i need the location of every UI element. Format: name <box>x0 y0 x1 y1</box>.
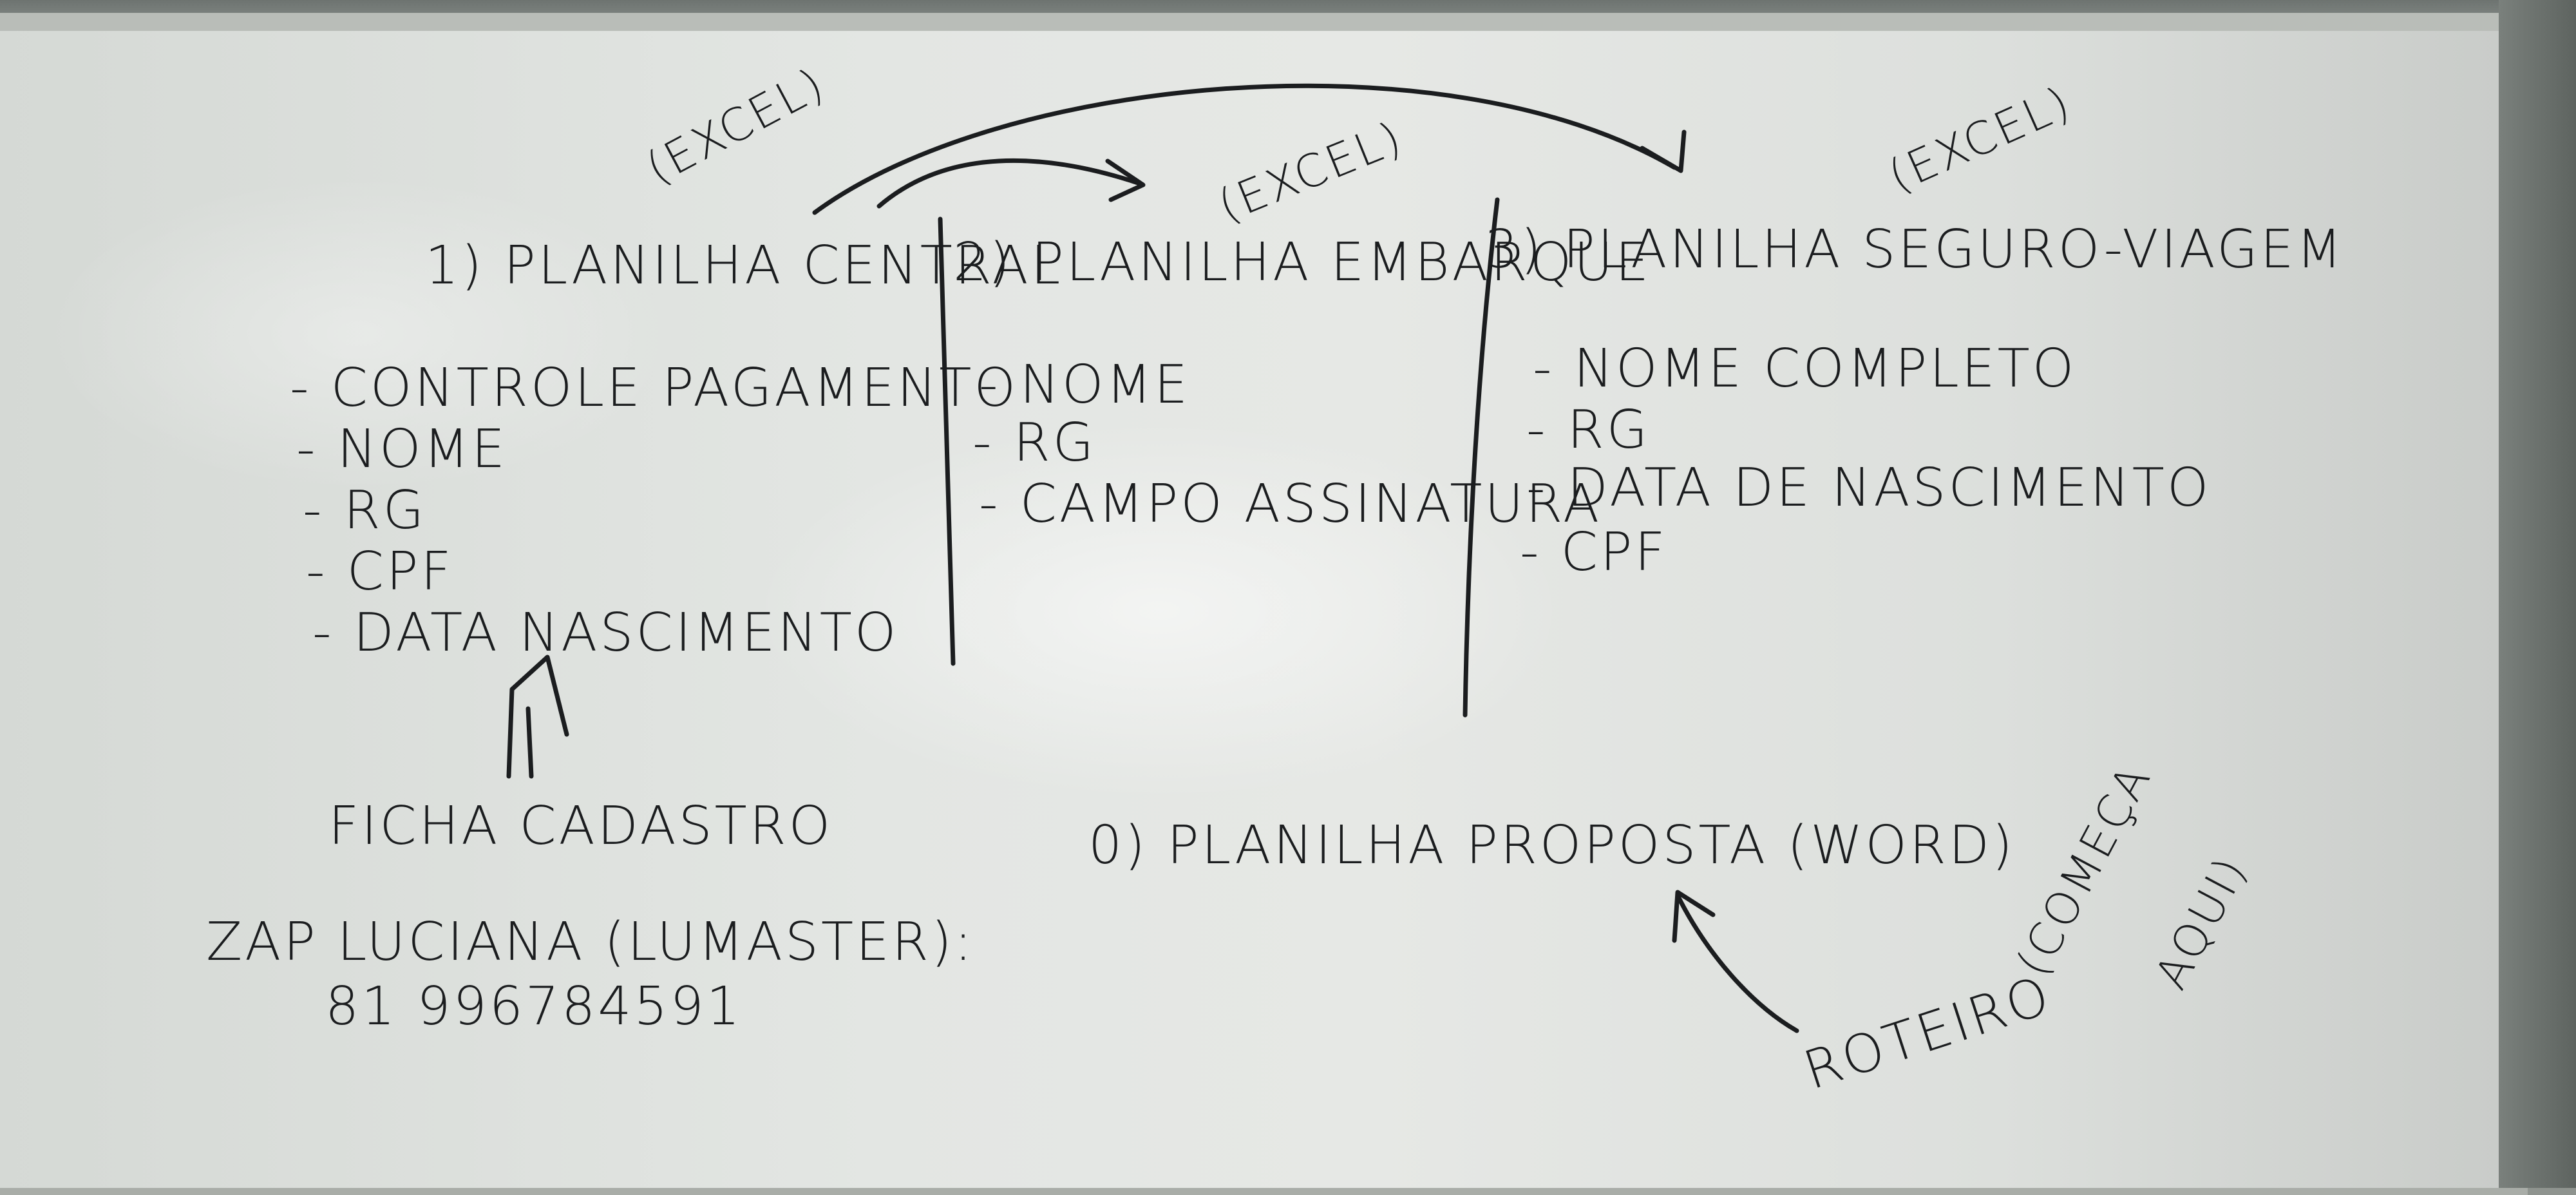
col1-item-4: - CPF <box>306 541 454 602</box>
col1-title: 1) PLANILHA CENTRAL <box>425 235 1063 296</box>
ficha-cadastro-label: FICHA CADASTRO <box>328 796 833 857</box>
col2-item-2: - RG <box>972 412 1097 473</box>
col3-item-3: - DATA DE NASCIMENTO <box>1526 457 2211 519</box>
col2-item-1: - NOME <box>979 354 1191 416</box>
col3-title: 3) PLANILHA SEGURO-VIAGEM <box>1484 219 2345 280</box>
col1-item-1: - CONTROLE PAGAMENTO <box>290 358 1018 419</box>
col3-item-4: - CPF <box>1520 522 1668 583</box>
proposal-label: 0) PLANILHA PROPOSTA (WORD) <box>1088 815 2015 876</box>
col2-title: 2) PLANILHA EMBARQUE <box>953 232 1652 293</box>
col2-item-3: - CAMPO ASSINATURA <box>979 473 1602 535</box>
contact-phone: 81 996784591 <box>325 976 743 1037</box>
col1-item-3: - RG <box>303 480 427 541</box>
col1-item-5: - DATA NASCIMENTO <box>312 602 899 664</box>
whiteboard-surface <box>0 31 2499 1188</box>
whiteboard-edge <box>2499 0 2576 1188</box>
contact-label: ZAP LUCIANA (LUMASTER): <box>206 912 975 973</box>
col1-item-2: - NOME <box>296 419 508 480</box>
arrow-roteiro-to-proposal <box>1675 893 1799 1033</box>
col3-item-1: - NOME COMPLETO <box>1533 338 2077 399</box>
arrow-up-to-nascimento <box>506 655 569 779</box>
arrow-col1-to-col2 <box>876 158 1142 209</box>
col3-item-2: - RG <box>1526 399 1651 461</box>
arrow-col1-to-col3 <box>812 83 1677 215</box>
divider-line-1 <box>938 216 956 666</box>
divider-line-2 <box>1463 197 1500 718</box>
